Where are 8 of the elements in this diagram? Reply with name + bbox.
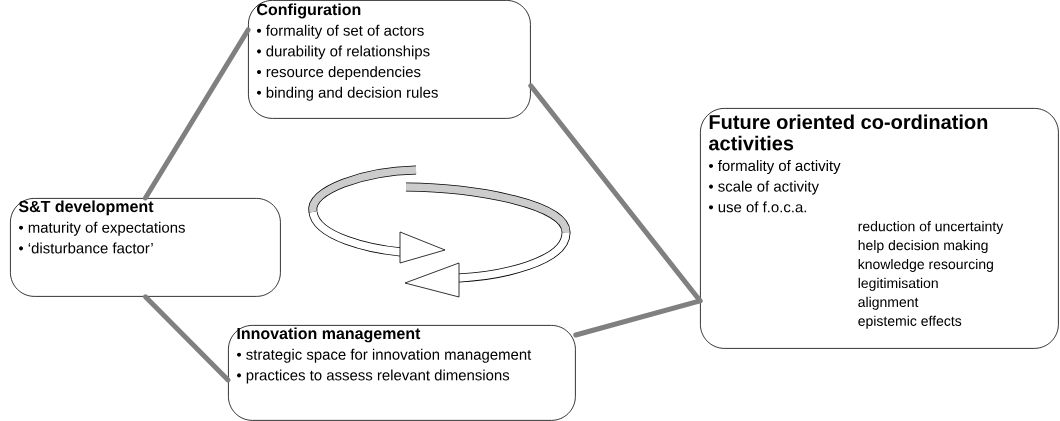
rounded-box: Configuration • formality of set of actors • durability of relationships • resource dependencies • binding and decision rules (248, 0, 531, 119)
rounded-box: S&T development • maturity of expectations • ‘disturbance factor’ (10, 198, 281, 297)
rounded-box: Future oriented co-ordination activities • formality of activity • scale of activity • use of f.o.c.a. reduction of uncertainty help decision making knowledge resourcing legitimisation alignment epistemic effects (700, 108, 1059, 349)
connector-line (573, 298, 703, 338)
connector-line (528, 83, 703, 304)
connector-line (142, 27, 251, 201)
rounded-box: Innovation management • strategic space for innovation management • practices to assess relevant dimensions (228, 325, 576, 421)
connector-line (142, 294, 231, 383)
